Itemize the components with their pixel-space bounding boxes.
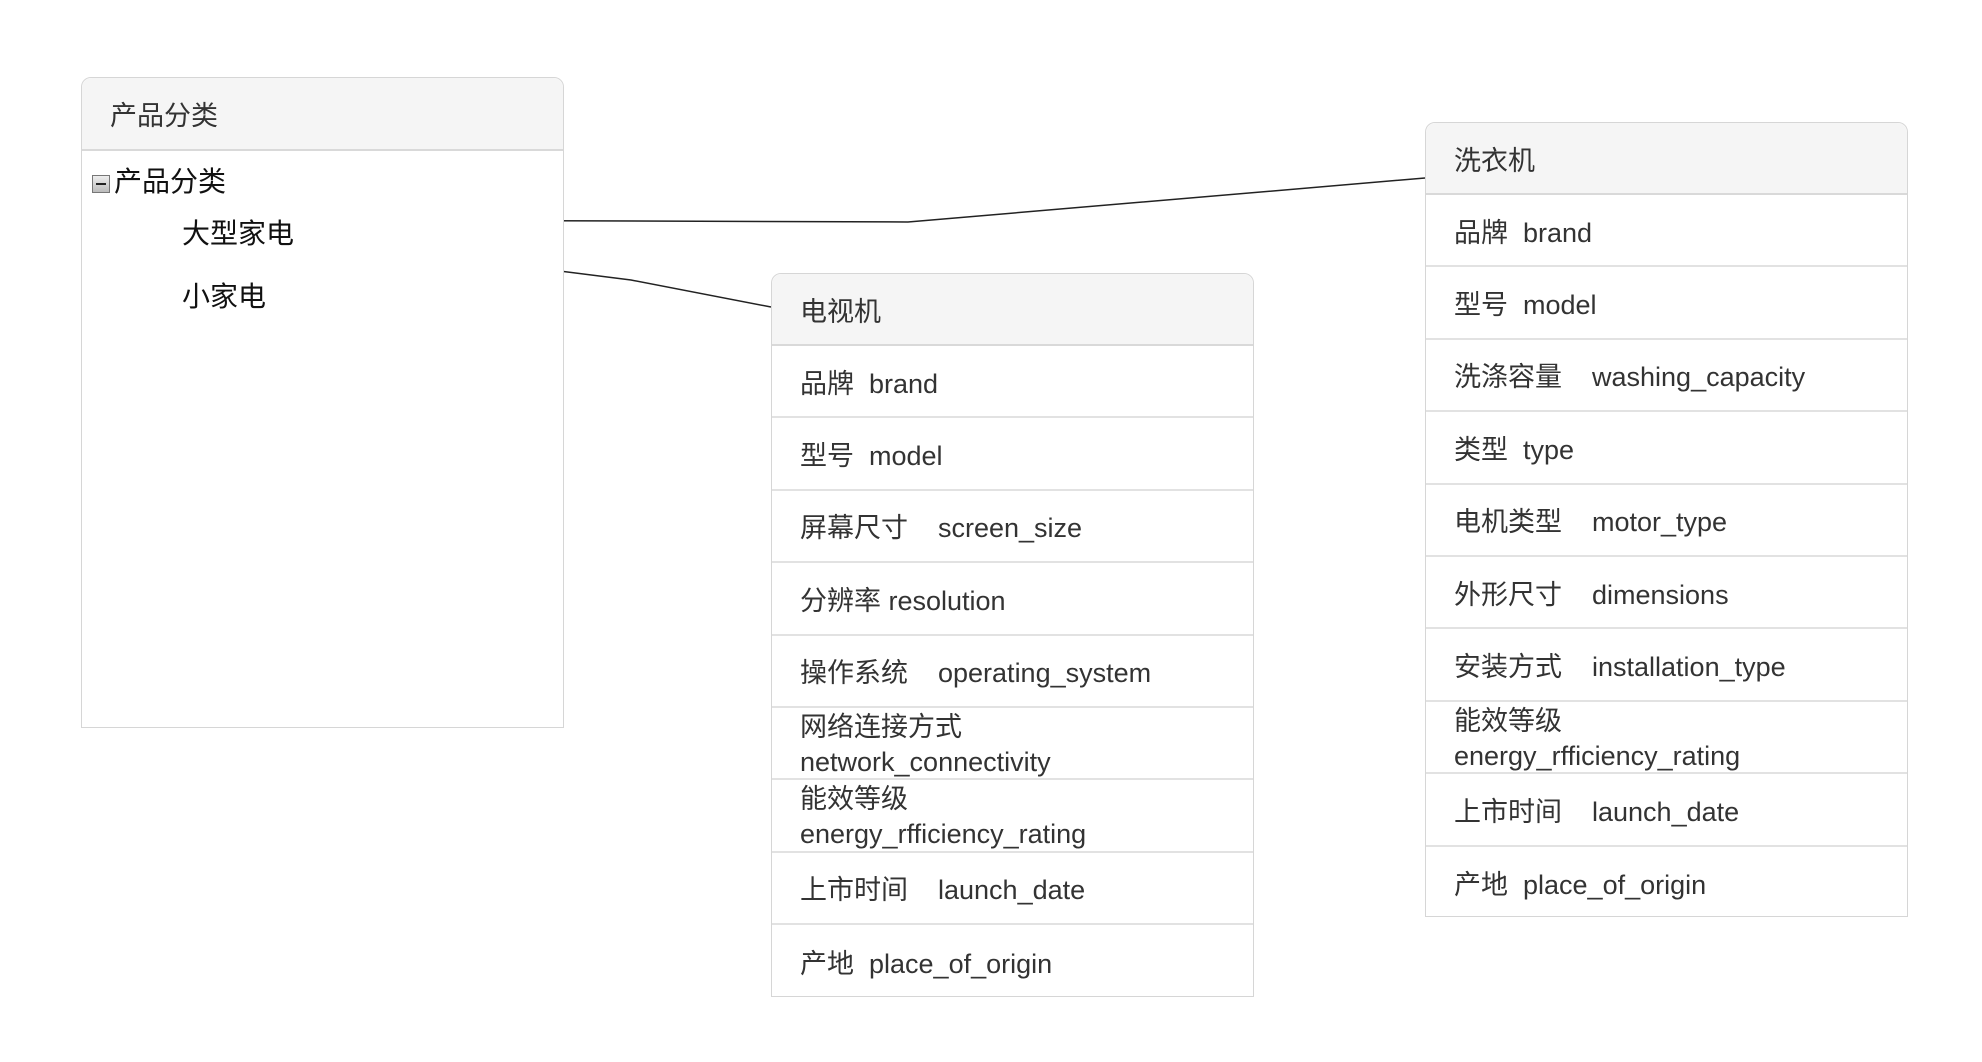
field-row: 外形尺寸 dimensions [1426, 557, 1907, 630]
tree-item-small-appliance[interactable]: 小家电 [182, 281, 267, 312]
tree-root-label: 产品分类 [114, 166, 227, 197]
field-row: 洗涤容量 washing_capacity [1426, 340, 1907, 413]
tv-field-list: 品牌 brand 型号 model 屏幕尺寸 screen_size 分辨率 r… [772, 346, 1253, 998]
field-row: 网络连接方式 network_connectivity [772, 708, 1253, 781]
field-row: 分辨率 resolution [772, 563, 1253, 636]
field-row: 产地 place_of_origin [800, 948, 1053, 979]
tree-item-large-appliance[interactable]: 大型家电 [182, 218, 295, 249]
tv-entity-title: 电视机 [772, 274, 1253, 346]
field-row: 型号 model [772, 418, 1253, 491]
tree-root[interactable]: 产品分类 [92, 160, 226, 200]
category-panel-title: 产品分类 [82, 78, 563, 151]
category-panel: 产品分类 产品分类 大型家电 小家电 [81, 77, 564, 728]
field-row: 上市时间 launch_date [1426, 774, 1907, 847]
collapse-icon[interactable] [92, 174, 110, 193]
field-row: 型号 model [1426, 267, 1907, 340]
field-row: 电机类型 motor_type [1426, 485, 1907, 557]
washer-field-list: 品牌 brand 型号 model 洗涤容量 washing_capacity … [1426, 195, 1907, 919]
field-row: 上市时间 launch_date [772, 853, 1253, 926]
field-row: 品牌 brand [1426, 195, 1907, 268]
field-row: 类型 type [1426, 412, 1907, 485]
field-row: 安装方式 installation_type [1426, 629, 1907, 702]
field-row: 能效等级 energy_rfficiency_rating [1426, 702, 1907, 775]
field-row: 操作系统 operating_system [772, 636, 1253, 708]
field-row: 产地 place_of_origin [1454, 870, 1707, 901]
washer-entity-title: 洗衣机 [1426, 123, 1907, 195]
field-row: 能效等级 energy_rfficiency_rating [772, 780, 1253, 853]
field-row: 屏幕尺寸 screen_size [772, 491, 1253, 564]
field-row: 品牌 brand [772, 346, 1253, 419]
tv-entity[interactable]: 电视机 品牌 brand 型号 model 屏幕尺寸 screen_size 分… [771, 273, 1254, 997]
washer-entity[interactable]: 洗衣机 品牌 brand 型号 model 洗涤容量 washing_capac… [1425, 122, 1908, 917]
